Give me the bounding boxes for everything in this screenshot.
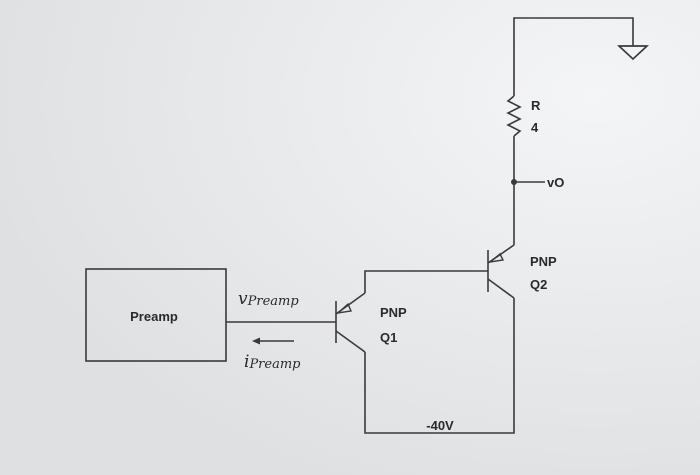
q1-transistor [335, 292, 366, 353]
i-preamp-symbol: i [244, 352, 249, 372]
resistor-label-r: R [531, 98, 541, 113]
ground-wire [513, 17, 634, 96]
v-preamp-label: vPreamp [238, 289, 299, 309]
q1-collector-leg [335, 330, 366, 353]
v-preamp-symbol: v [238, 289, 248, 309]
q2-collector-leg [487, 278, 515, 299]
supply-label: -40V [426, 418, 454, 433]
q1-emitter-arrow [335, 302, 352, 315]
i-preamp-subscript: Preamp [248, 357, 301, 372]
current-arrow-head [252, 337, 260, 345]
q1-emitter-to-q2-base-wire [364, 270, 488, 293]
q2-name-label: Q2 [530, 277, 547, 292]
q1-type-label: PNP [380, 305, 407, 320]
v-preamp-subscript: Preamp [247, 294, 300, 309]
preamp-label: Preamp [130, 309, 178, 324]
q2-type-label: PNP [530, 254, 557, 269]
q2-transistor [487, 244, 515, 299]
q2-emitter-arrow [487, 252, 505, 264]
negative-supply-rail [364, 298, 515, 434]
ground-icon [616, 45, 650, 61]
q1-name-label: Q1 [380, 330, 397, 345]
i-preamp-label: iPreamp [244, 352, 301, 372]
vo-label: vO [547, 175, 564, 190]
preamp-box [85, 268, 227, 362]
resistor-label-4: 4 [531, 120, 539, 135]
resistor-r4 [506, 95, 522, 137]
